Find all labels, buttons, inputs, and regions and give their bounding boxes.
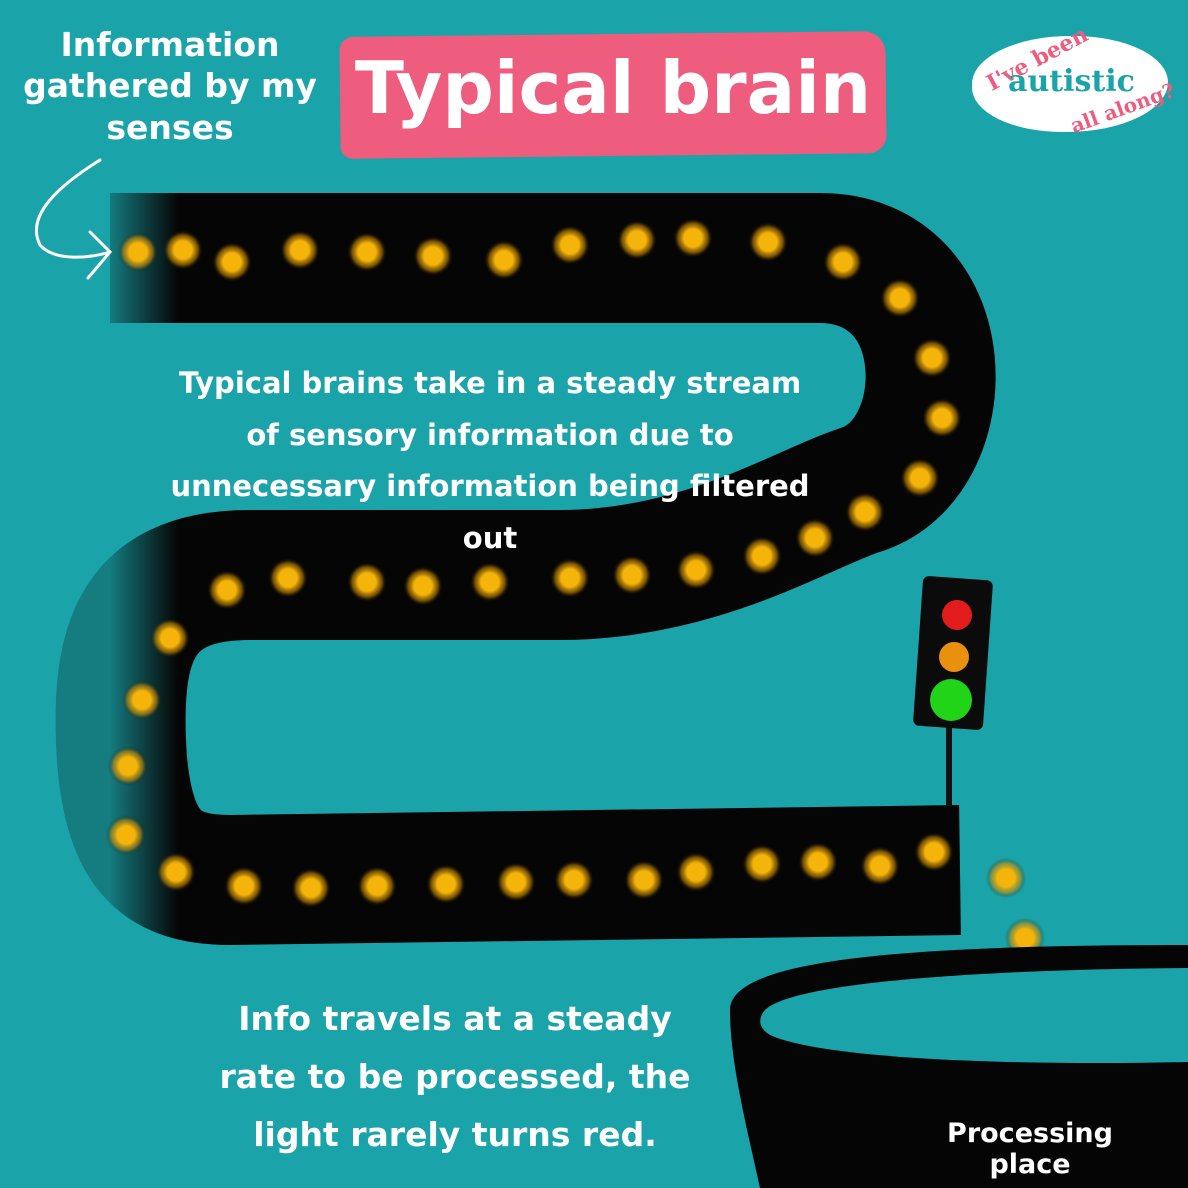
- info-orb: [133, 691, 151, 709]
- info-orb: [933, 409, 951, 427]
- info-orb: [117, 826, 135, 844]
- info-orb: [809, 853, 827, 871]
- info-orb: [753, 855, 771, 873]
- info-orb: [437, 875, 455, 893]
- senses-label: Information gathered by my senses: [23, 25, 317, 147]
- traffic-light-pole: [946, 725, 952, 805]
- info-orb: [687, 863, 705, 881]
- info-orb: [358, 243, 376, 261]
- info-orb: [358, 573, 376, 591]
- info-orb: [759, 233, 777, 251]
- info-orb: [834, 253, 852, 271]
- info-orb: [1016, 929, 1034, 947]
- info-orb: [623, 566, 641, 584]
- info-orb: [891, 289, 909, 307]
- info-orb: [565, 871, 583, 889]
- info-orb: [414, 577, 432, 595]
- info-orb: [635, 871, 653, 889]
- info-orb: [925, 843, 943, 861]
- brand-logo: I've been autistic all along?: [972, 22, 1178, 138]
- info-orb: [235, 877, 253, 895]
- info-orb: [302, 879, 320, 897]
- info-orb: [997, 869, 1015, 887]
- info-orb: [223, 253, 241, 271]
- info-orb: [424, 247, 442, 265]
- info-orb: [923, 349, 941, 367]
- info-orb: [495, 251, 513, 269]
- info-orb: [561, 569, 579, 587]
- red-light: [942, 600, 972, 630]
- curved-arrow-icon: [34, 158, 113, 280]
- logo-line-2: autistic: [1008, 64, 1135, 99]
- traffic-light: [913, 576, 993, 805]
- info-orb: [628, 231, 646, 249]
- info-orb: [218, 581, 236, 599]
- amber-light: [939, 642, 969, 672]
- info-orb: [806, 529, 824, 547]
- info-orb: [174, 241, 192, 259]
- logo-sticker: [972, 36, 1168, 132]
- description-text: Typical brains take in a steady stream o…: [170, 366, 810, 555]
- info-orb: [507, 873, 525, 891]
- info-orb: [911, 469, 929, 487]
- info-orb: [368, 877, 386, 895]
- info-orb: [561, 236, 579, 254]
- info-orb: [279, 569, 297, 587]
- processing-label: Processing place: [947, 1118, 1113, 1180]
- info-orb: [129, 243, 147, 261]
- info-orb: [291, 241, 309, 259]
- processing-bowl: [730, 945, 1188, 1188]
- footer-note: Info travels at a steady rate to be proc…: [219, 999, 691, 1154]
- info-orb: [684, 229, 702, 247]
- bowl-opening: [760, 968, 1188, 1063]
- info-orb: [119, 757, 137, 775]
- information-orbs: [106, 218, 1070, 1080]
- info-orb: [687, 561, 705, 579]
- info-orb: [481, 573, 499, 591]
- green-light: [930, 679, 972, 721]
- info-orb: [161, 629, 179, 647]
- info-orb: [871, 857, 889, 875]
- info-orb: [856, 503, 874, 521]
- info-orb: [753, 547, 771, 565]
- info-orb: [167, 863, 185, 881]
- page-title: Typical brain: [354, 46, 872, 130]
